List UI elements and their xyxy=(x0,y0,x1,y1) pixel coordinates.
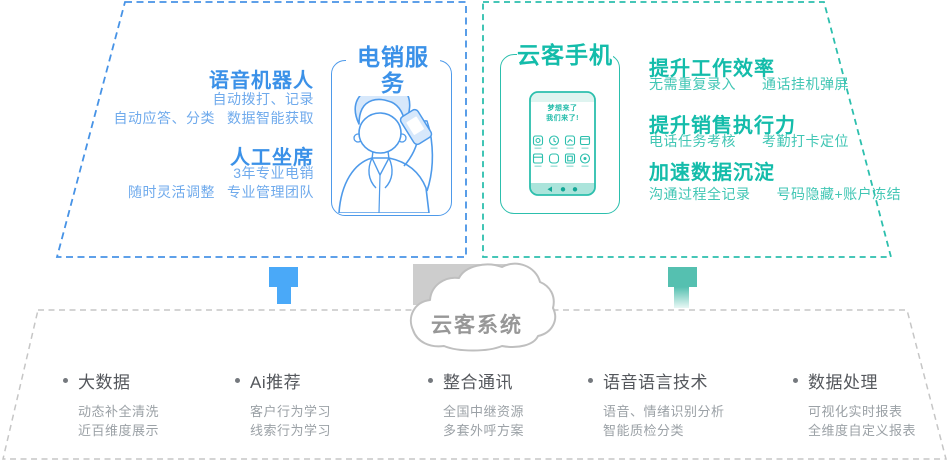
smartphone-illustration-icon xyxy=(529,91,596,196)
column-line: 近百维度展示 xyxy=(78,423,160,438)
feature1-item1: 无需重复录入 xyxy=(649,76,736,92)
voice-robot-line2b: 数据智能获取 xyxy=(227,110,314,126)
column-heading: 语音语言技术 xyxy=(603,373,708,392)
column-heading: 整合通讯 xyxy=(443,373,513,392)
telemarketing-title: 电销服务 xyxy=(346,44,440,96)
app-card-icon xyxy=(579,135,591,146)
nav-home-icon xyxy=(560,187,566,192)
feature2-heading: 提升销售执行力 xyxy=(649,115,796,137)
column-speech-tech: 语音语言技术 语音、情绪识别分析 智能质检分类 xyxy=(588,368,725,440)
nav-recent-icon xyxy=(572,187,578,192)
yunke-phone-title: 云客手机 xyxy=(517,42,613,68)
phone-slogan: 梦想来了 我们来了! xyxy=(529,104,596,123)
column-line: 全国中继资源 xyxy=(443,404,525,419)
system-panel-border xyxy=(2,309,947,460)
feature1-items: 无需重复录入 通话挂机弹屏 xyxy=(649,74,849,94)
feature1-heading: 提升工作效率 xyxy=(649,58,775,80)
feature1-item2: 通话挂机弹屏 xyxy=(762,76,849,92)
telemarketing-panel-border xyxy=(55,1,467,258)
blue-arrow-connector-icon xyxy=(269,267,298,304)
column-integrated-comms: 整合通讯 全国中继资源 多套外呼方案 xyxy=(428,368,524,440)
bullet-icon xyxy=(793,378,798,383)
app-camera-icon xyxy=(532,135,544,146)
phone-slogan-line1: 梦想来了 xyxy=(547,105,578,112)
bullet-icon xyxy=(428,378,433,383)
human-agent-line2: 随时灵活调整专业管理团队 xyxy=(60,182,314,202)
human-agent-line2a: 随时灵活调整 xyxy=(128,184,215,200)
column-big-data: 大数据 动态补全清洗 近百维度展示 xyxy=(63,368,159,440)
human-agent-heading: 人工坐席 xyxy=(230,147,314,169)
column-line: 语音、情绪识别分析 xyxy=(603,404,725,419)
app-briefcase-icon xyxy=(532,153,544,164)
feature3-item1: 沟通过程全记录 xyxy=(649,186,751,202)
cloud-system-label: 云客系统 xyxy=(431,314,523,337)
column-line: 客户行为学习 xyxy=(250,404,332,419)
feature3-item2: 号码隐藏+账户冻结 xyxy=(776,186,902,202)
column-line: 可视化实时报表 xyxy=(808,404,903,419)
feature3-items: 沟通过程全记录 号码隐藏+账户冻结 xyxy=(649,184,901,204)
voice-robot-heading: 语音机器人 xyxy=(209,70,314,92)
feature2-items: 电话任务考核 考勤打卡定位 xyxy=(649,131,849,151)
yunke-phone-panel-border xyxy=(482,1,893,258)
feature2-item1: 电话任务考核 xyxy=(649,133,736,149)
cloud-icon xyxy=(409,262,557,352)
column-line: 线索行为学习 xyxy=(250,423,332,438)
column-line: 全维度自定义报表 xyxy=(808,423,917,438)
voice-robot-line1: 自动拨打、记录 xyxy=(212,91,314,107)
app-print-icon xyxy=(579,153,591,164)
bullet-icon xyxy=(63,378,68,383)
nav-back-icon xyxy=(547,186,552,192)
app-folder-icon xyxy=(548,153,560,164)
bullet-icon xyxy=(588,378,593,383)
column-data-processing: 数据处理 可视化实时报表 全维度自定义报表 xyxy=(793,368,916,440)
human-agent-line1: 3年专业电销 xyxy=(233,165,314,181)
phone-slogan-line2: 我们来了! xyxy=(546,114,579,122)
column-line: 多套外呼方案 xyxy=(443,423,525,438)
app-chart-icon xyxy=(564,135,576,146)
feature3-heading: 加速数据沉淀 xyxy=(649,162,775,184)
voice-robot-line2: 自动应答、分类数据智能获取 xyxy=(60,108,314,128)
human-agent-line2b: 专业管理团队 xyxy=(227,184,314,200)
column-line: 智能质检分类 xyxy=(603,423,685,438)
voice-robot-line2a: 自动应答、分类 xyxy=(113,110,215,126)
column-heading: 大数据 xyxy=(78,373,131,392)
app-gallery-icon xyxy=(564,153,576,164)
column-line: 动态补全清洗 xyxy=(78,404,160,419)
app-clock-icon xyxy=(548,135,560,146)
column-ai-recommend: Ai推荐 客户行为学习 线索行为学习 xyxy=(235,368,331,440)
feature2-item2: 考勤打卡定位 xyxy=(762,133,849,149)
teal-arrow-connector-icon xyxy=(668,267,697,308)
column-heading: Ai推荐 xyxy=(250,373,302,392)
column-heading: 数据处理 xyxy=(808,373,878,392)
bullet-icon xyxy=(235,378,240,383)
